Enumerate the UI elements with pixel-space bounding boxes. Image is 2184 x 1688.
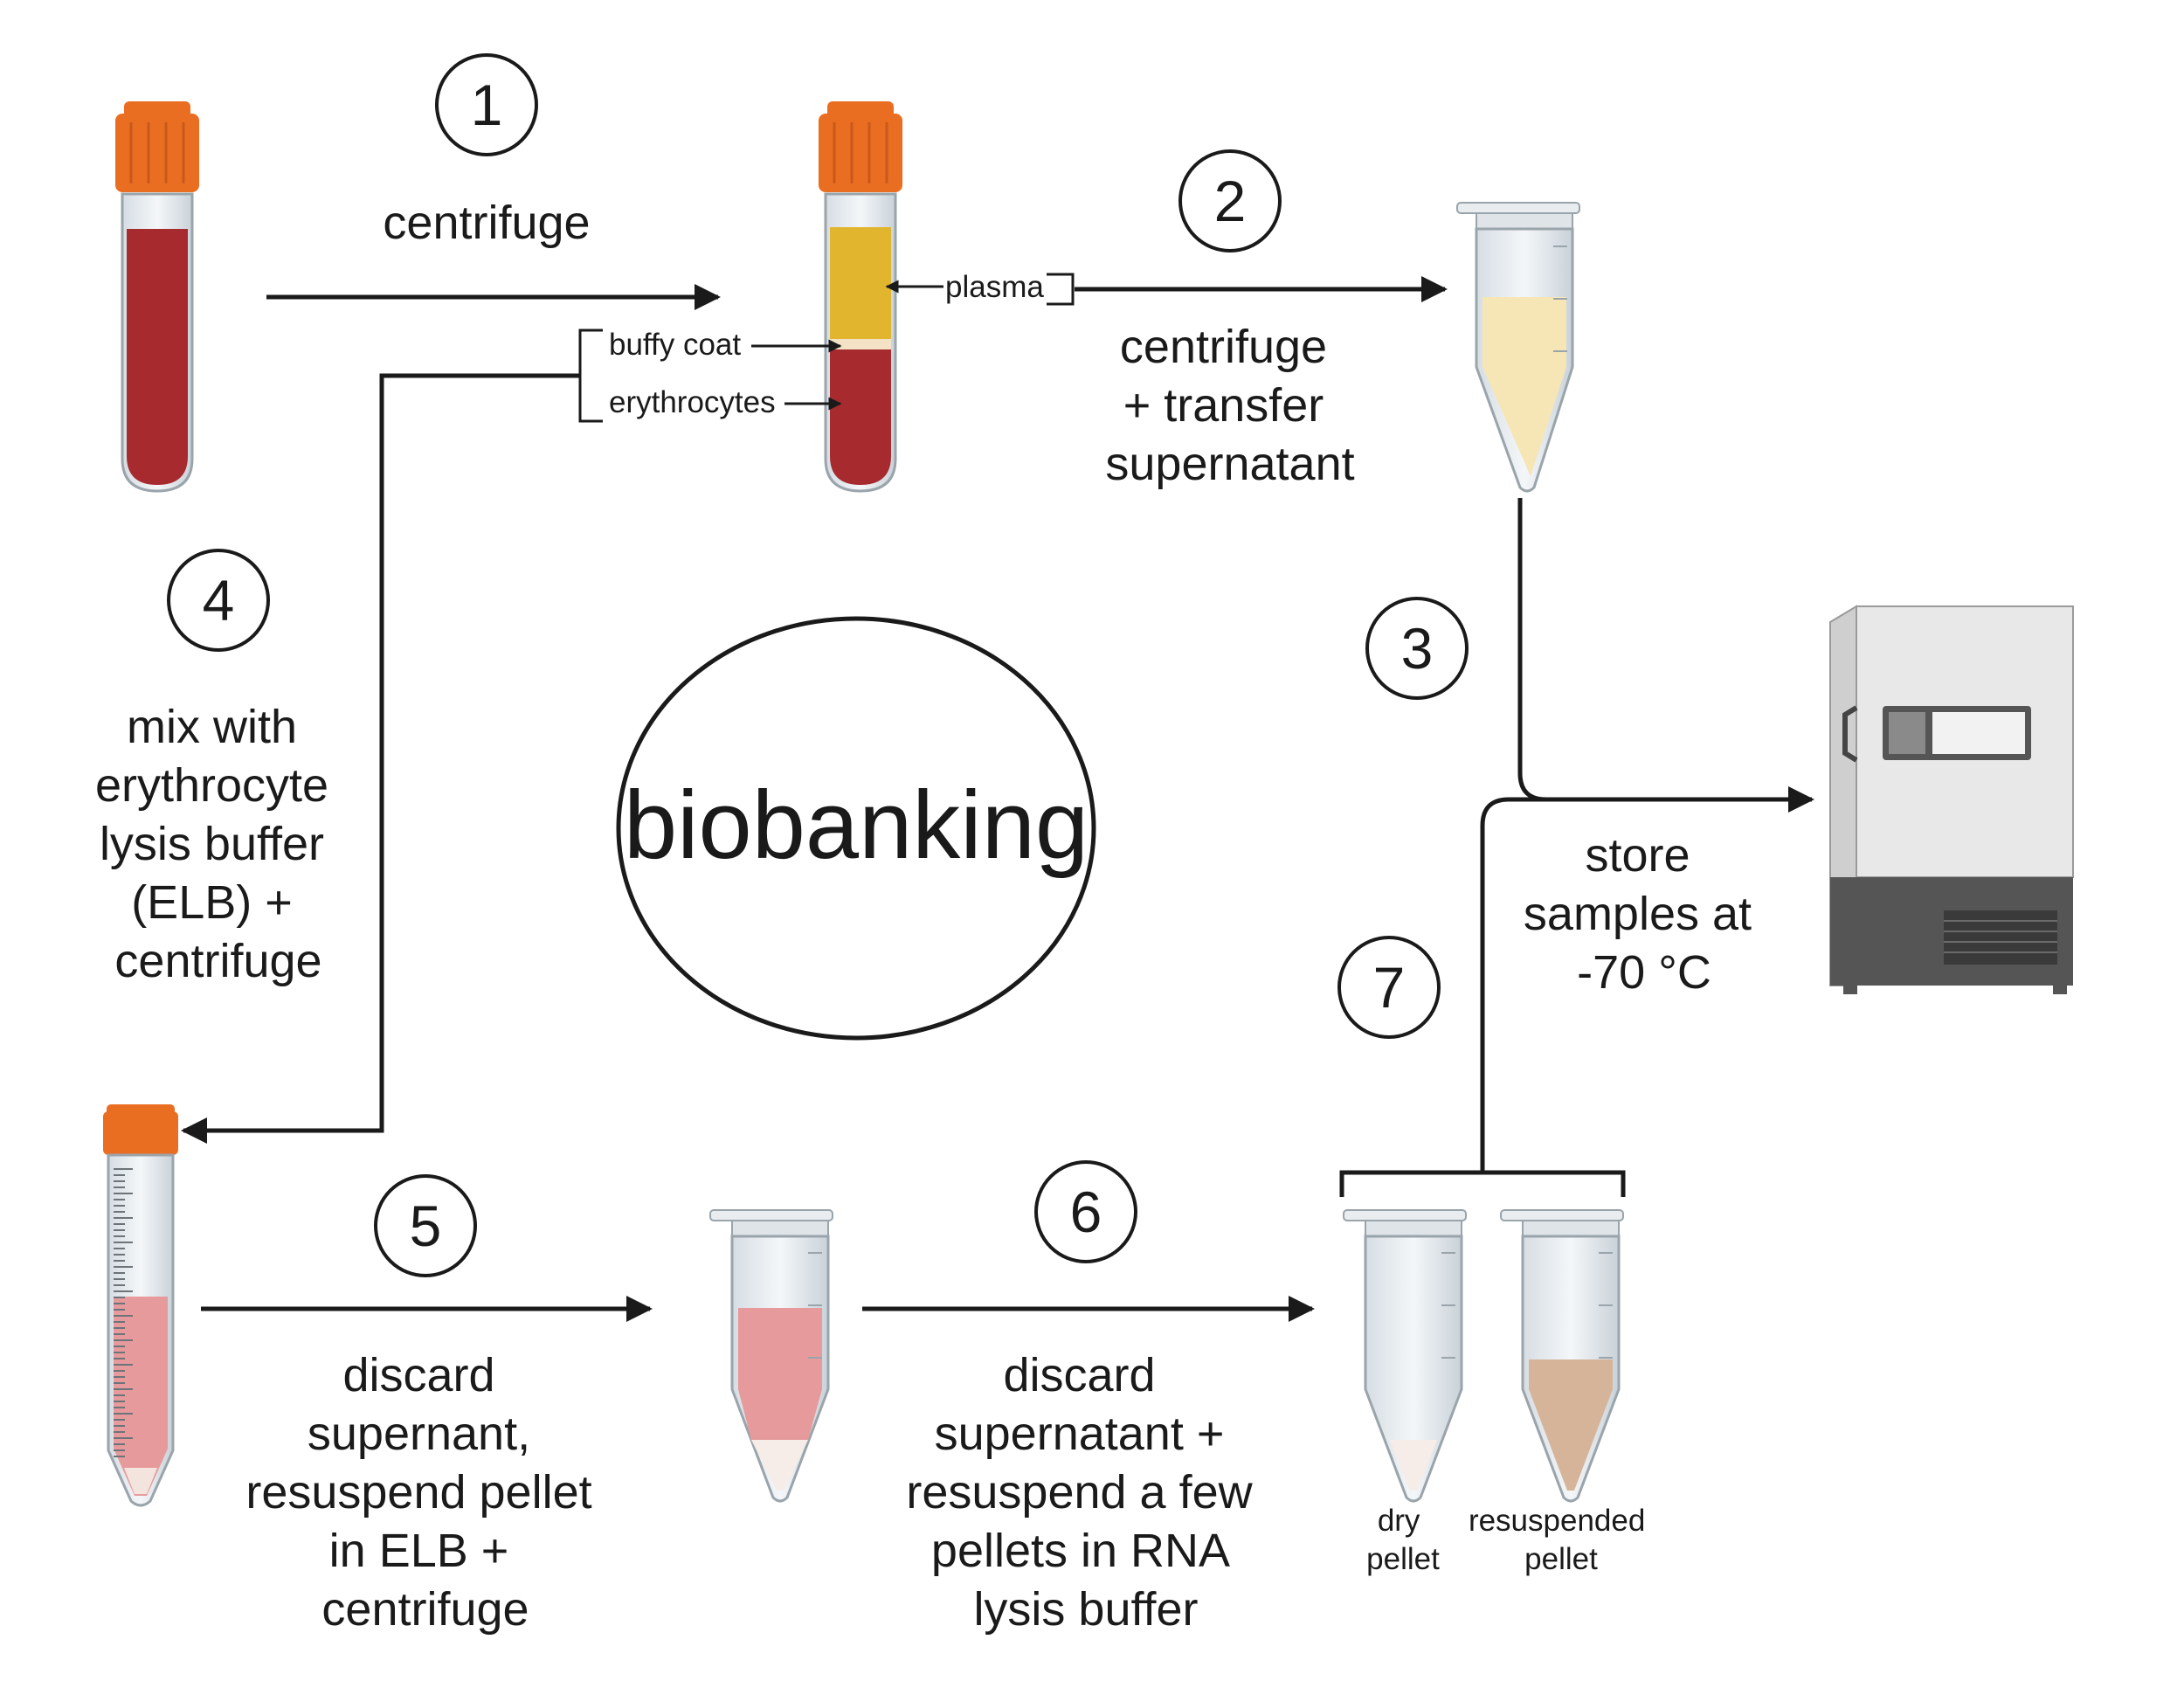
svg-text:6: 6 xyxy=(1070,1180,1102,1244)
svg-text:7: 7 xyxy=(1373,955,1406,1020)
dry-pellet-microtube-icon xyxy=(1343,1209,1467,1503)
flow-arrows xyxy=(181,276,1814,1322)
erythrocyte-layer xyxy=(830,349,891,485)
step-1-label: centrifuge xyxy=(383,197,590,249)
arrow-step-3 xyxy=(1517,498,1814,813)
dry-pellet-label: dry pellet xyxy=(1366,1504,1440,1576)
step-3-badge: 3 xyxy=(1365,597,1469,700)
plasma-layer xyxy=(830,227,891,339)
svg-text:4: 4 xyxy=(203,568,235,633)
step-5-badge: 5 xyxy=(374,1174,477,1277)
resuspended-pellet-microtube-icon xyxy=(1500,1209,1624,1503)
buffy-coat-layer xyxy=(830,339,891,349)
step-6-badge: 6 xyxy=(1034,1160,1137,1263)
page-title: biobanking xyxy=(624,771,1089,879)
biobanking-title: biobanking xyxy=(616,616,1096,1041)
microtube-icon xyxy=(709,1209,833,1503)
plasma-microtube-icon xyxy=(1456,202,1580,493)
svg-text:3: 3 xyxy=(1401,616,1434,681)
layer-annotations: plasma buffy coat erythrocytes xyxy=(578,270,1075,423)
step-4-badge: 4 xyxy=(167,549,270,652)
blood-tube-icon xyxy=(115,101,199,493)
arrow-step-4 xyxy=(181,373,580,1144)
arrow-step-7 xyxy=(1480,797,1564,1173)
falcon-tube-icon xyxy=(103,1104,178,1507)
step-5-label: discard supernant, resuspend pellet in E… xyxy=(245,1349,605,1636)
plasma-label: plasma xyxy=(945,270,1044,304)
cap xyxy=(115,114,199,192)
step-2-label: centrifuge + transfer supernatant xyxy=(1105,321,1354,490)
step-7-badge: 7 xyxy=(1337,936,1441,1039)
freezer-icon xyxy=(1829,605,2074,994)
step-6-label: discard supernatant + resuspend a few pe… xyxy=(906,1349,1265,1636)
step-1-badge: 1 xyxy=(435,53,538,156)
svg-text:1: 1 xyxy=(471,73,503,137)
erythrocytes-label: erythrocytes xyxy=(609,385,776,419)
pellet-bracket xyxy=(1339,1170,1626,1197)
blood-fill xyxy=(127,229,188,485)
svg-text:5: 5 xyxy=(410,1193,442,1258)
buffy-coat-label: buffy coat xyxy=(609,328,741,362)
storage-label: store samples at -70 °C xyxy=(1524,829,1765,999)
step-2-badge: 2 xyxy=(1178,149,1282,253)
resuspended-pellet-label: resuspended pellet xyxy=(1469,1504,1654,1576)
step-4-label: mix with erythrocyte lysis buffer (ELB) … xyxy=(95,701,342,987)
svg-text:2: 2 xyxy=(1214,169,1247,233)
centrifuged-tube-icon xyxy=(819,101,902,493)
